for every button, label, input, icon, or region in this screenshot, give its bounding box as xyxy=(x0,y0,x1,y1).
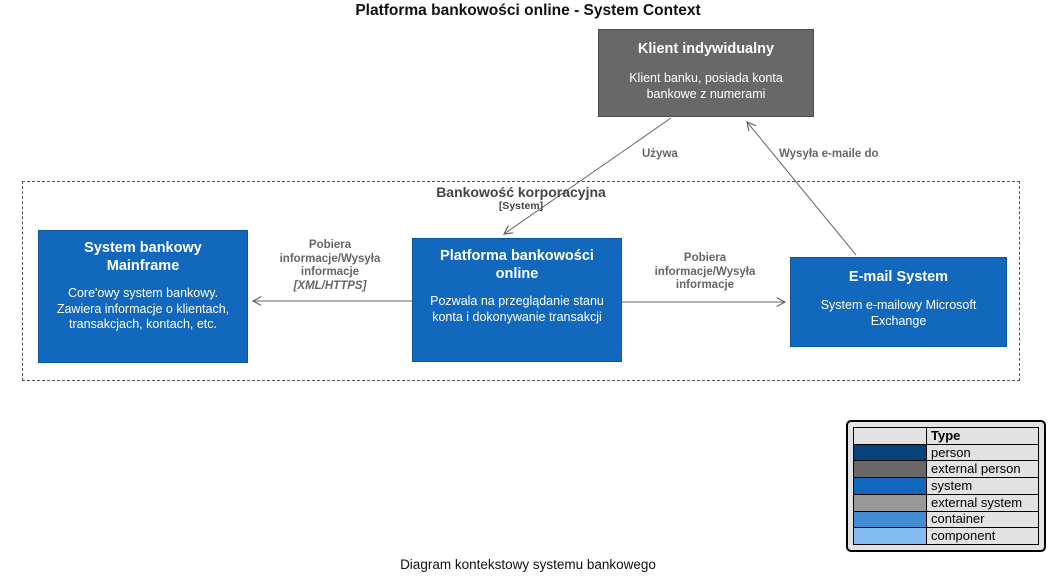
relationship-label-email-link: Pobiera informacje/Wysyła informacje xyxy=(630,252,780,293)
relationship-label-mainframe-link: Pobiera informacje/Wysyła informacje [XM… xyxy=(255,239,405,293)
relationship-label-line: informacje/Wysyła xyxy=(279,252,381,265)
legend-row-component: component xyxy=(854,528,1038,545)
legend-row-person: person xyxy=(854,444,1038,462)
legend-label-container: container xyxy=(931,511,985,527)
boundary-subtitle: [System] xyxy=(498,200,544,212)
system-boundary: Bankowość korporacyjna [System] xyxy=(22,181,1020,381)
legend-header-row: Type xyxy=(854,428,1038,445)
legend-swatch-person xyxy=(854,444,927,461)
legend-row-container: container xyxy=(854,511,1038,529)
relationship-label-sends-email: Wysyła e-maile do xyxy=(779,148,879,160)
legend-row-system: system xyxy=(854,478,1038,495)
legend-swatch-external-person xyxy=(854,461,927,478)
legend-swatch-external-system xyxy=(854,494,927,511)
legend-swatch-container xyxy=(854,511,927,528)
node-online-platform-title: Platforma bankowości online xyxy=(440,248,594,282)
node-email-system: E-mail System System e-mailowy Microsoft… xyxy=(790,257,1007,347)
legend-row-external-system: external system xyxy=(854,494,1038,512)
relationship-label-uses: Używa xyxy=(642,148,678,160)
relationship-label-line: Pobiera xyxy=(308,239,352,251)
legend: Type person external person system exter… xyxy=(846,420,1046,552)
node-online-platform: Platforma bankowości online Pozwala na p… xyxy=(412,238,622,362)
node-email-system-description: System e-mailowy Microsoft Exchange xyxy=(820,298,977,328)
node-mainframe-title: System bankowy Mainframe xyxy=(84,240,202,274)
arrow-sends-email xyxy=(747,122,857,256)
legend-row-external-person: external person xyxy=(854,461,1038,479)
legend-swatch-component xyxy=(854,528,927,545)
boundary-title: Bankowość korporacyjna xyxy=(436,184,606,200)
relationship-label-line: Pobiera xyxy=(683,252,727,264)
legend-swatch-system xyxy=(854,478,927,494)
legend-label-system: system xyxy=(931,478,973,494)
relationship-label-line: informacje/Wysyła xyxy=(654,265,756,278)
legend-table: Type person external person system exter… xyxy=(853,427,1039,545)
legend-label-person: person xyxy=(931,444,971,460)
node-mainframe: System bankowy Mainframe Core'owy system… xyxy=(38,230,248,363)
boundary-label: Bankowość korporacyjna [System] xyxy=(23,184,1019,212)
legend-header-swatch-empty xyxy=(854,428,927,444)
node-customer-description: Klient banku, posiada konta bankowe z nu… xyxy=(629,71,783,101)
legend-header-label: Type xyxy=(931,428,961,443)
legend-label-external-system: external system xyxy=(931,494,1023,510)
diagram-caption: Diagram kontekstowy systemu bankowego xyxy=(400,557,656,572)
legend-label-external-person: external person xyxy=(931,461,1021,477)
node-online-platform-description: Pozwala na przeglądanie stanu konta i do… xyxy=(430,294,604,324)
node-customer: Klient indywidualny Klient banku, posiad… xyxy=(598,29,814,117)
relationship-label-line: informacje xyxy=(675,279,735,291)
node-email-system-title: E-mail System xyxy=(848,269,949,285)
node-mainframe-description: Core'owy system bankowy. Zawiera informa… xyxy=(56,286,230,332)
relationship-label-line: informacje xyxy=(300,266,360,278)
legend-label-component: component xyxy=(931,528,996,544)
relationship-technology: [XML/HTTPS] xyxy=(293,279,367,292)
diagram-title: Platforma bankowości online - System Con… xyxy=(355,2,701,19)
node-customer-title: Klient indywidualny xyxy=(637,41,775,57)
arrow-uses xyxy=(504,117,672,234)
